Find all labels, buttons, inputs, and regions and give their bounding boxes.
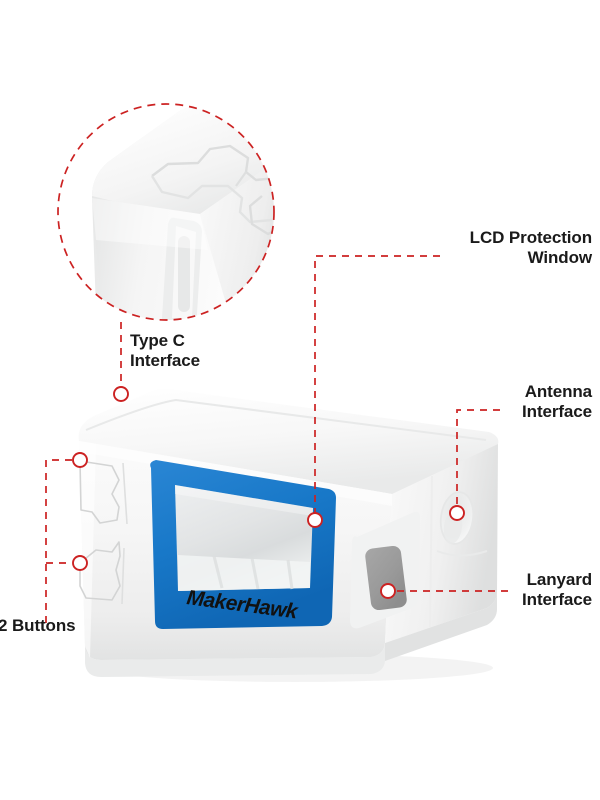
callout-label-two-buttons: 2 Buttons	[0, 616, 76, 635]
callout-label-lcd-protection-window: LCD Protection Window	[469, 228, 592, 267]
marker-lcd	[307, 512, 323, 528]
callout-markers	[72, 386, 465, 599]
button-outline-bottom	[79, 541, 121, 601]
device-body-group: MakerHawk	[78, 388, 499, 682]
callout-label-antenna-interface: Antenna Interface	[522, 382, 592, 421]
marker-button-1	[72, 452, 88, 468]
callout-line-buttons	[45, 459, 72, 625]
callout-line-lcd	[314, 255, 440, 513]
marker-lanyard	[380, 583, 396, 599]
button-outline-top	[79, 460, 120, 524]
callout-label-lanyard-interface: Lanyard Interface	[522, 570, 592, 609]
magnifier-outline	[57, 103, 275, 321]
device-bottom-lip	[85, 643, 385, 677]
callout-label-type-c-interface: Type C Interface	[130, 331, 200, 370]
lanyard-interface-slot	[365, 545, 407, 611]
type-c-closeup-group	[58, 104, 274, 320]
marker-button-2	[72, 555, 88, 571]
marker-typec	[113, 386, 129, 402]
callout-line-antenna	[456, 409, 500, 505]
marker-antenna	[449, 505, 465, 521]
button-outlines	[79, 460, 128, 605]
callout-lines	[45, 255, 508, 625]
device-top-face	[78, 388, 499, 495]
